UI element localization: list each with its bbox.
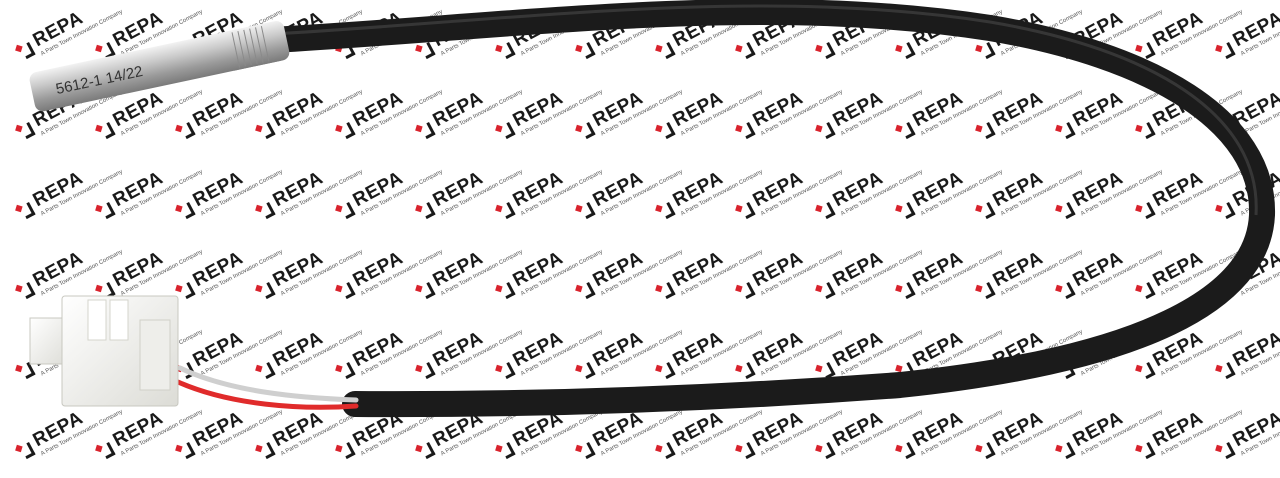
repa-logo-icon: [1215, 441, 1234, 460]
repa-logo-icon: [95, 441, 114, 460]
repa-logo-icon: [575, 441, 594, 460]
repa-logo-icon: [895, 441, 914, 460]
repa-logo-icon: [975, 441, 994, 460]
repa-logo-icon: [335, 441, 354, 460]
sensor-probe: 5612-1 14/22: [29, 21, 290, 112]
grey-wire: [177, 365, 359, 403]
temperature-sensor-cable: 5612-1 14/22: [29, 0, 1276, 418]
repa-logo-icon: [415, 441, 434, 460]
repa-logo-icon: [15, 441, 34, 460]
repa-logo-icon: [735, 441, 754, 460]
repa-logo-icon: [1055, 441, 1074, 460]
red-wire: [175, 379, 359, 410]
repa-logo-icon: [255, 441, 274, 460]
repa-logo-icon: [1135, 441, 1154, 460]
repa-logo-icon: [815, 441, 834, 460]
connector: [29, 295, 179, 407]
repa-logo-icon: [175, 441, 194, 460]
repa-logo-icon: [655, 441, 674, 460]
repa-logo-icon: [495, 441, 514, 460]
cable: [259, 0, 1276, 418]
